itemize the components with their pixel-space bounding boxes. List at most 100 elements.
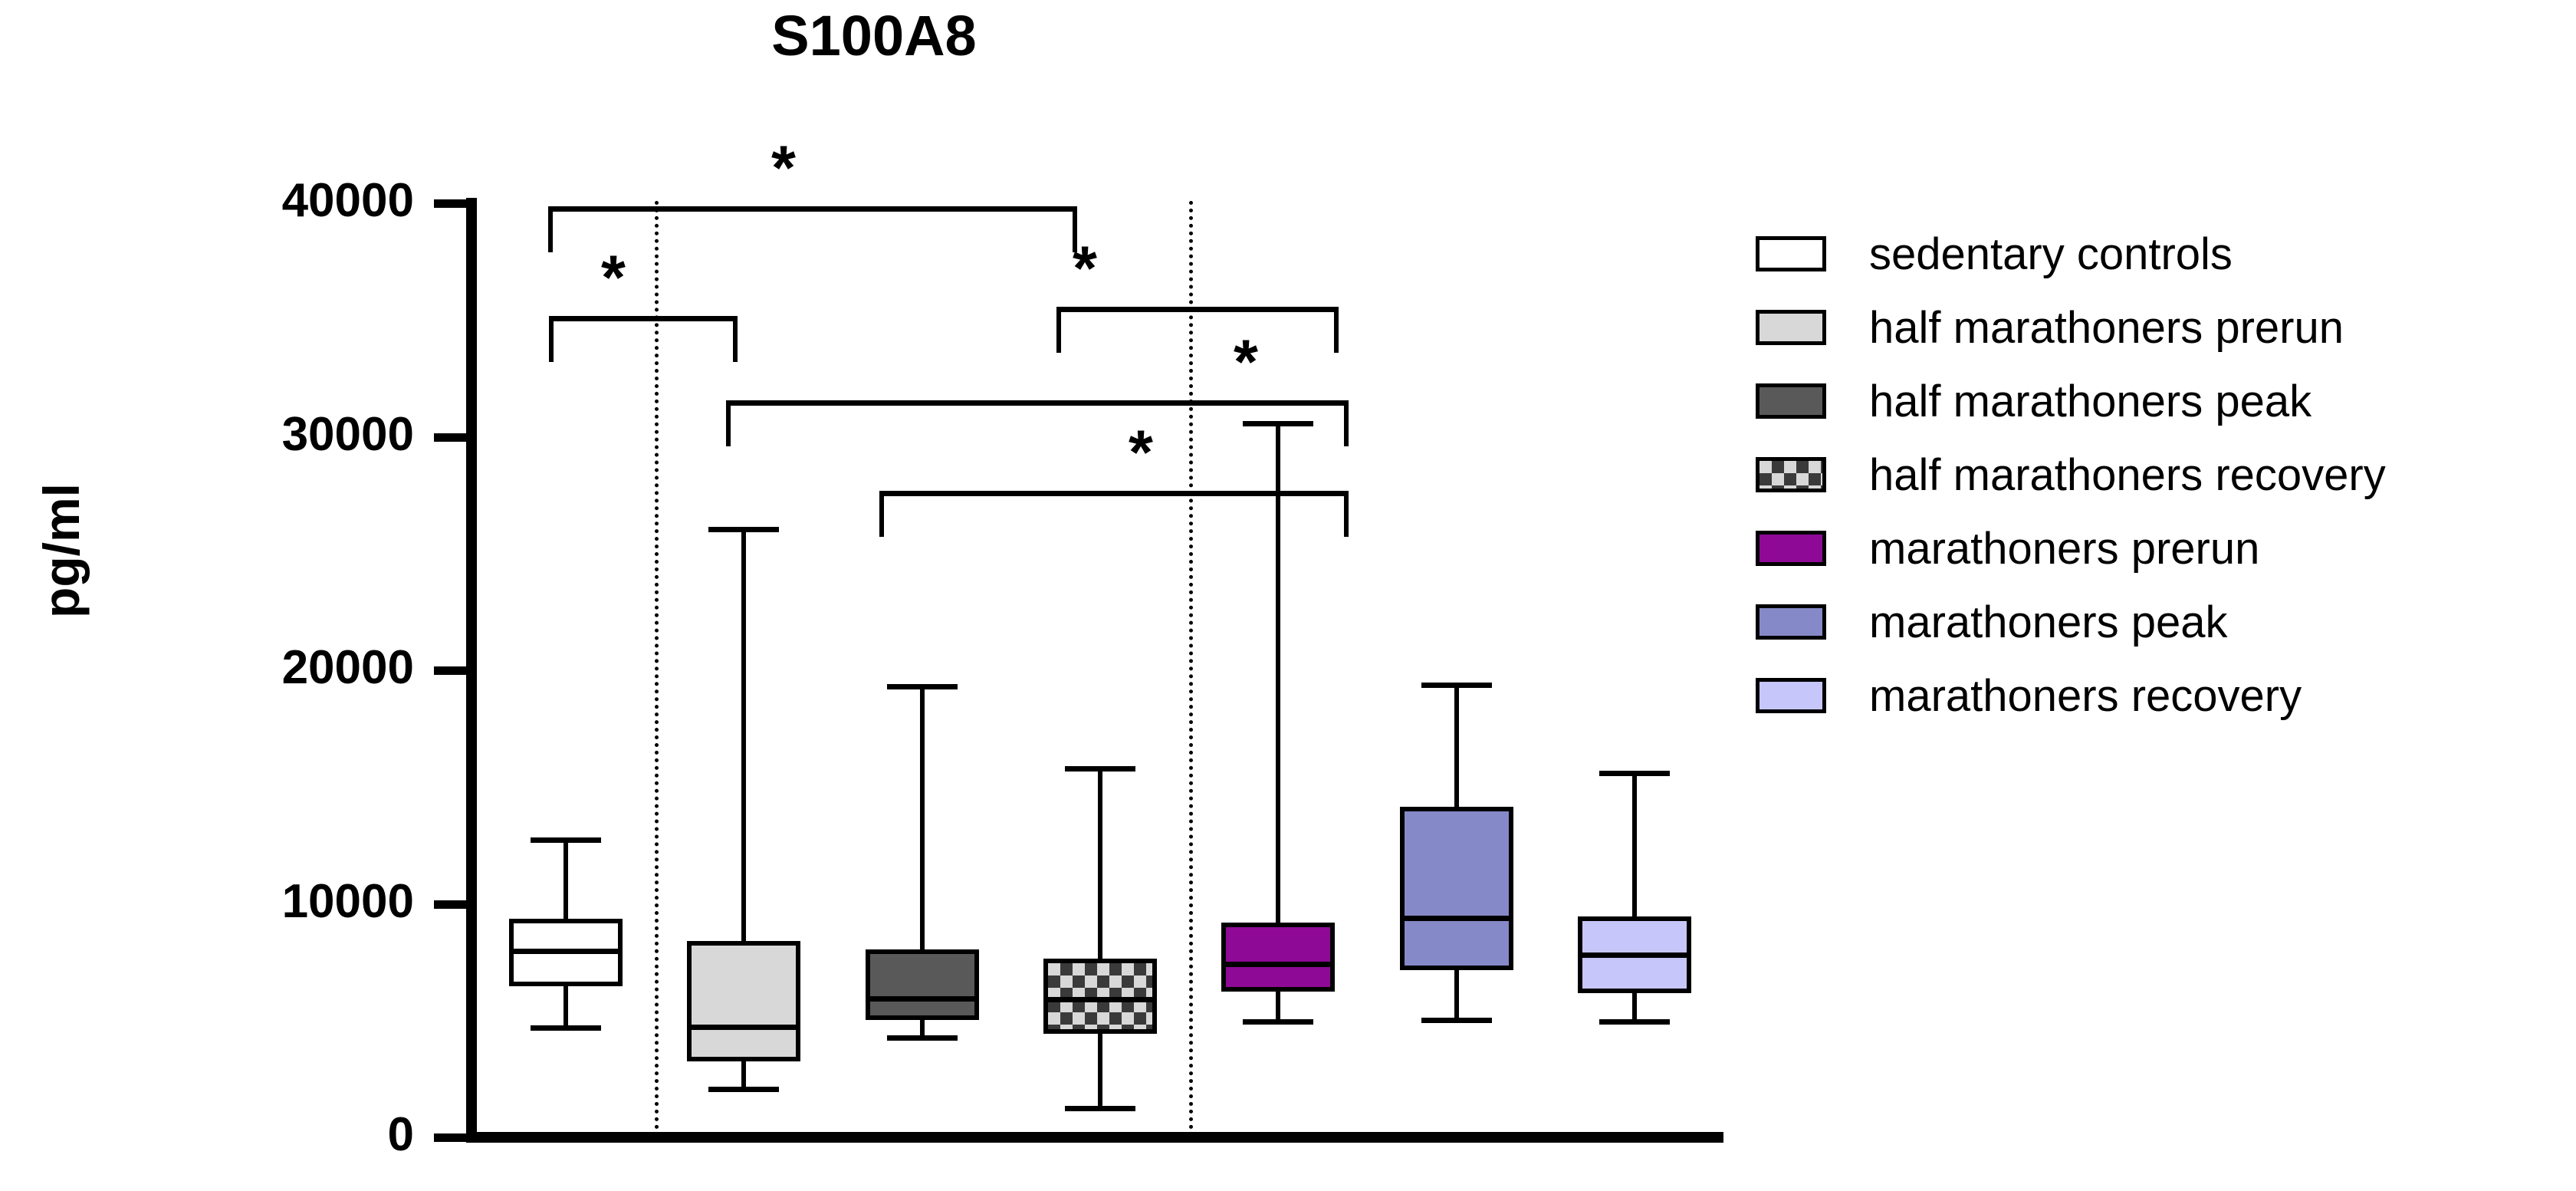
median-line	[509, 949, 623, 954]
box-iqr	[1221, 923, 1336, 992]
median-line	[1399, 916, 1513, 922]
y-tick-mark	[434, 900, 468, 909]
whisker-upper	[1276, 423, 1281, 923]
bracket-leg-right	[733, 316, 738, 362]
whisker-lower	[1631, 993, 1637, 1022]
whisker-cap-upper	[886, 684, 958, 690]
whisker-upper	[1098, 768, 1102, 959]
whisker-cap-upper	[708, 526, 780, 532]
significance-star: *	[1234, 327, 1258, 397]
page-title: S100A8	[771, 4, 977, 67]
whisker-cap-lower	[1243, 1018, 1314, 1025]
whisker-cap-lower	[531, 1025, 602, 1031]
box-iqr	[687, 940, 801, 1062]
box-plot-6[interactable]	[1399, 0, 1513, 1191]
bracket-leg-left	[726, 400, 731, 446]
bracket-leg-left	[548, 206, 553, 252]
legend-swatch	[1756, 236, 1826, 271]
legend-label: marathoners recovery	[1869, 671, 2302, 721]
significance-star: *	[1129, 418, 1153, 488]
whisker-upper	[741, 528, 747, 941]
y-tick-label: 40000	[281, 174, 414, 227]
y-tick-label: 20000	[281, 641, 414, 694]
whisker-lower	[1454, 969, 1459, 1021]
median-line	[687, 1024, 801, 1030]
box-plot-5[interactable]	[1221, 0, 1336, 1191]
median-line	[865, 995, 979, 1002]
whisker-cap-upper	[531, 837, 602, 843]
legend-swatch	[1756, 457, 1826, 492]
box-iqr	[1043, 959, 1157, 1035]
whisker-lower	[1098, 1034, 1102, 1108]
whisker-cap-lower	[1065, 1105, 1135, 1111]
whisker-lower	[1276, 991, 1281, 1022]
group-separator-line	[1189, 201, 1194, 1137]
median-line	[1043, 997, 1157, 1003]
significance-star: *	[771, 133, 796, 203]
bracket-leg-left	[1056, 307, 1061, 353]
median-line	[1577, 952, 1691, 959]
whisker-lower	[919, 1019, 925, 1038]
bracket-leg-right	[1334, 307, 1339, 353]
bracket-leg-left	[879, 491, 884, 537]
significance-star: *	[1073, 234, 1097, 304]
box-plot-2[interactable]	[687, 0, 801, 1191]
box-plot-3[interactable]	[865, 0, 979, 1191]
whisker-cap-lower	[1421, 1018, 1492, 1024]
whisker-upper	[919, 686, 925, 950]
y-tick-label: 30000	[281, 407, 414, 461]
y-tick-mark	[434, 666, 468, 675]
bracket-bar	[549, 316, 738, 321]
legend-swatch	[1756, 310, 1826, 345]
whisker-cap-upper	[1243, 421, 1314, 427]
legend-swatch	[1756, 531, 1826, 566]
legend-label: marathoners prerun	[1869, 524, 2260, 574]
whisker-upper	[1454, 685, 1459, 808]
box-plot-7[interactable]	[1577, 0, 1691, 1191]
bracket-leg-right	[1344, 491, 1349, 537]
bracket-leg-right	[1344, 400, 1349, 446]
bracket-bar	[879, 491, 1349, 496]
whisker-lower	[564, 985, 569, 1028]
box-iqr	[1399, 807, 1513, 970]
significance-star: *	[601, 243, 626, 313]
legend-label: half marathoners recovery	[1869, 450, 2386, 500]
bracket-leg-left	[549, 316, 554, 362]
box-plot-4[interactable]	[1043, 0, 1157, 1191]
whisker-cap-upper	[1065, 765, 1135, 772]
legend-swatch	[1756, 383, 1826, 419]
box-iqr	[865, 949, 979, 1020]
whisker-lower	[741, 1061, 747, 1089]
y-tick-label: 10000	[281, 874, 414, 928]
y-tick-mark	[434, 199, 468, 208]
bracket-leg-right	[1073, 206, 1077, 252]
median-line	[1221, 962, 1336, 968]
whisker-upper	[564, 839, 569, 919]
y-axis-line	[466, 198, 477, 1143]
y-tick-mark	[434, 433, 468, 442]
bracket-bar	[726, 400, 1349, 406]
whisker-upper	[1631, 772, 1637, 916]
bracket-bar	[548, 206, 1077, 212]
whisker-cap-upper	[1598, 770, 1670, 776]
x-axis-line	[466, 1132, 1723, 1143]
legend-swatch	[1756, 678, 1826, 713]
whisker-cap-lower	[1598, 1018, 1670, 1025]
legend-label: sedentary controls	[1869, 229, 2233, 279]
legend-swatch	[1756, 604, 1826, 640]
group-separator-line	[655, 201, 659, 1137]
y-tick-label: 0	[387, 1108, 414, 1161]
legend-label: half marathoners prerun	[1869, 303, 2344, 353]
legend-label: marathoners peak	[1869, 597, 2228, 647]
box-plot-1[interactable]	[509, 0, 623, 1191]
legend-label: half marathoners peak	[1869, 377, 2312, 426]
whisker-cap-lower	[886, 1035, 958, 1041]
whisker-cap-lower	[708, 1086, 780, 1092]
whisker-cap-upper	[1421, 683, 1492, 689]
